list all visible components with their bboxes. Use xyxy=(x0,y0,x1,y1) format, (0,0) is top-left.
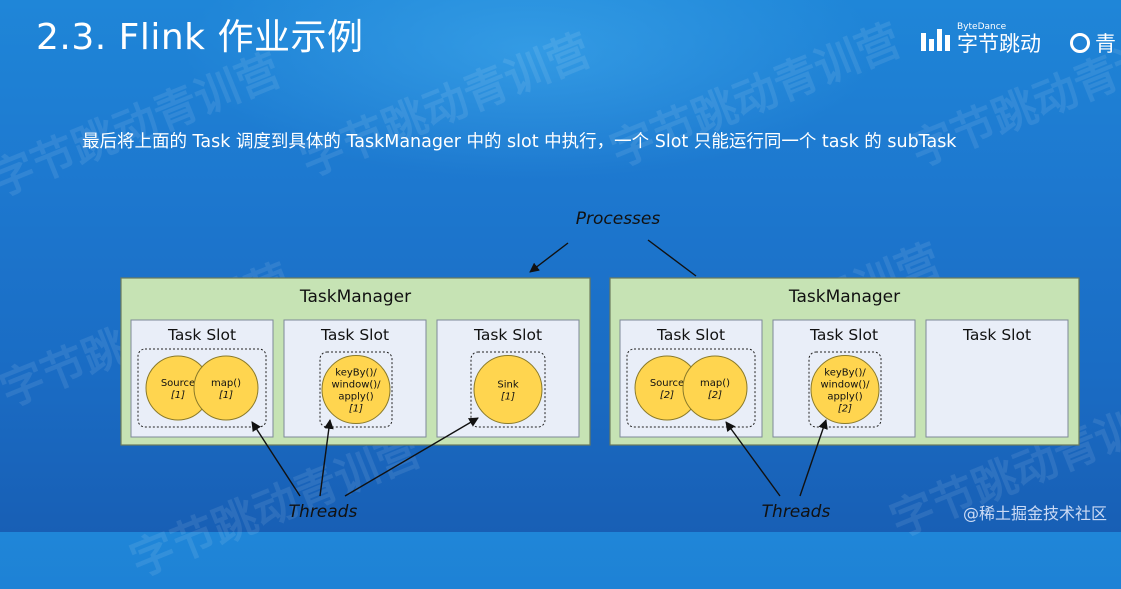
task-slot-label: Task Slot xyxy=(473,326,542,344)
threads-arrow xyxy=(725,421,781,497)
threads-label: Threads xyxy=(762,502,831,522)
task-name-text: map() xyxy=(700,378,730,389)
task-index-text: [1] xyxy=(349,404,363,415)
task-index-text: [1] xyxy=(219,390,233,401)
task-index-text: [1] xyxy=(171,390,185,401)
bytedance-logo: ByteDance 字节跳动 xyxy=(921,22,1041,56)
slide-caption: 最后将上面的 Task 调度到具体的 TaskManager 中的 slot 中… xyxy=(82,132,957,152)
task-slot-label: Task Slot xyxy=(320,326,389,344)
task-circle xyxy=(810,355,880,424)
task-name-text: Sink xyxy=(497,380,518,391)
processes-arrow-left xyxy=(529,242,569,273)
task-name-text: keyBy()/ xyxy=(824,368,866,379)
qingxun-ring-icon xyxy=(1070,33,1090,53)
logo-small-text: ByteDance xyxy=(957,22,1007,32)
task-index-text: [2] xyxy=(708,390,722,401)
processes-line-right xyxy=(647,239,697,277)
background-glow xyxy=(180,0,880,180)
task-circle xyxy=(473,355,543,424)
threads-arrow xyxy=(344,417,479,497)
threads-arrow xyxy=(319,419,334,497)
task-name-text: apply() xyxy=(338,392,373,403)
subtask-group-outline xyxy=(626,348,756,428)
task-slot-label: Task Slot xyxy=(809,326,878,344)
bytedance-bars-icon xyxy=(921,27,951,51)
subtask-group-outline xyxy=(808,351,882,428)
task-name-text: Source xyxy=(161,378,195,389)
task-circle xyxy=(193,355,259,421)
threads-arrow xyxy=(799,419,828,497)
processes-label: Processes xyxy=(576,209,661,229)
threads-arrow xyxy=(251,421,301,497)
task-index-text: [1] xyxy=(501,392,515,403)
task-index-text: [2] xyxy=(660,390,674,401)
slide: 字节跳动青训营 字节跳动青训营 字节跳动青训营 字节跳动青训营 字节跳动青训营 … xyxy=(36,0,1116,523)
task-circle xyxy=(321,355,391,424)
subtask-group-outline xyxy=(137,348,267,428)
task-name-text: Source xyxy=(650,378,684,389)
logo2-text: 青 xyxy=(1095,32,1116,56)
task-slot-label: Task Slot xyxy=(167,326,236,344)
threads-label: Threads xyxy=(289,502,358,522)
task-index-text: [2] xyxy=(838,404,852,415)
taskmanager-label: TaskManager xyxy=(788,287,900,307)
juejin-watermark: @稀土掘金技术社区 xyxy=(962,504,1107,523)
task-slot-label: Task Slot xyxy=(962,326,1031,344)
task-name-text: window()/ xyxy=(820,380,870,391)
qingxun-logo: 青 xyxy=(1070,28,1116,58)
subtask-group-outline xyxy=(470,351,546,428)
task-name-text: keyBy()/ xyxy=(335,368,377,379)
slide-title: 2.3. Flink 作业示例 xyxy=(36,17,364,58)
taskmanager-label: TaskManager xyxy=(299,287,411,307)
logo-big-text: 字节跳动 xyxy=(957,32,1041,56)
task-name-text: map() xyxy=(211,378,241,389)
task-name-text: window()/ xyxy=(331,380,381,391)
task-slot-label: Task Slot xyxy=(656,326,725,344)
task-slot-box xyxy=(925,319,1069,438)
subtask-group-outline xyxy=(319,351,393,428)
task-circle xyxy=(682,355,748,421)
task-name-text: apply() xyxy=(827,392,862,403)
